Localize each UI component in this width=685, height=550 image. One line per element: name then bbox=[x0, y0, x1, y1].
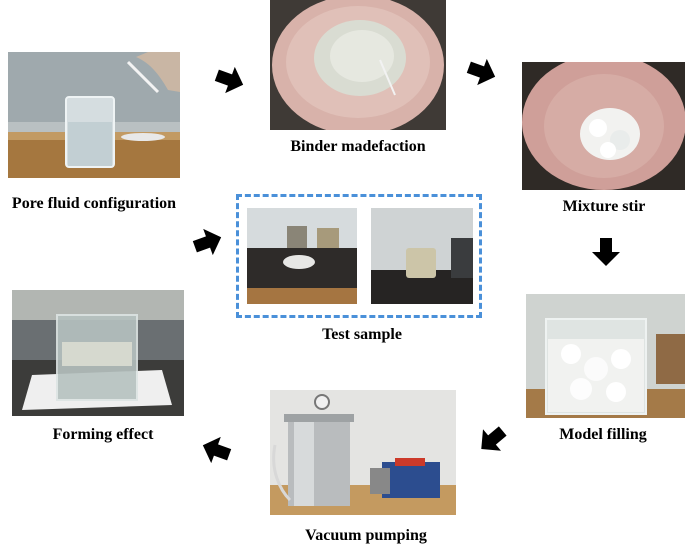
arrow-right-icon-1 bbox=[214, 64, 246, 96]
test-sample-photo-1 bbox=[247, 208, 357, 304]
vacuum-photo bbox=[270, 390, 456, 515]
forming-label: Forming effect bbox=[52, 426, 154, 443]
arrow-down-icon bbox=[590, 236, 622, 268]
pore-fluid-photo bbox=[8, 52, 180, 178]
test-sample-frame bbox=[236, 194, 482, 318]
model-filling-label: Model filling bbox=[559, 426, 647, 443]
test-sample-photo-2 bbox=[371, 208, 473, 304]
binder-photo bbox=[270, 0, 446, 130]
model-filling-photo bbox=[526, 294, 685, 418]
mixture-label: Mixture stir bbox=[562, 198, 646, 215]
arrow-right-icon-2 bbox=[466, 56, 498, 88]
pore-fluid-label: Pore fluid configuration bbox=[11, 195, 177, 212]
mixture-photo bbox=[522, 62, 685, 190]
arrow-down-left-icon bbox=[476, 424, 508, 456]
forming-photo bbox=[12, 290, 184, 416]
vacuum-label: Vacuum pumping bbox=[305, 527, 427, 544]
binder-label: Binder madefaction bbox=[290, 138, 426, 155]
test-sample-label: Test sample bbox=[322, 326, 402, 343]
arrow-left-icon bbox=[200, 434, 232, 466]
arrow-up-right-icon bbox=[192, 226, 224, 258]
